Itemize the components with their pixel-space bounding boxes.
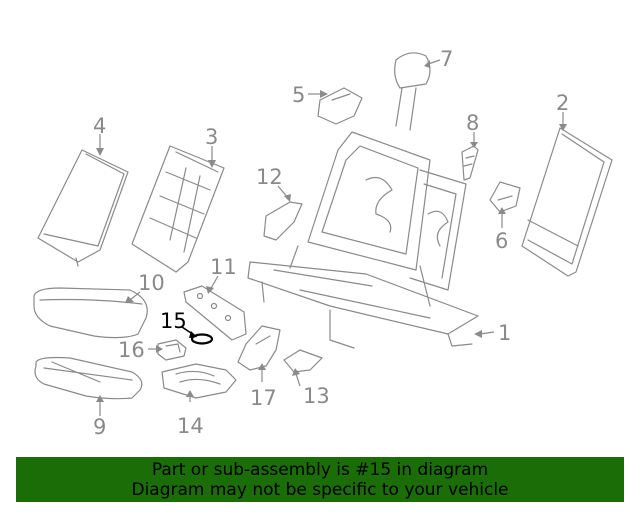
callout-1: 1: [498, 321, 511, 345]
callout-15: 15: [160, 309, 187, 333]
callout-14: 14: [177, 414, 204, 438]
part-4-seatback-cover: [37, 149, 129, 267]
callout-7: 7: [440, 47, 453, 71]
part-15-ring: [190, 333, 214, 345]
callout-9: 9: [93, 415, 106, 439]
part-13-cover: [283, 349, 323, 373]
callout-5: 5: [292, 83, 305, 107]
part-1-seat-frame: [247, 131, 479, 349]
info-banner: Part or sub-assembly is #15 in diagram D…: [16, 457, 624, 502]
part-7-headrest: [394, 52, 431, 131]
leader-lines: [96, 59, 567, 416]
part-12-hinge-cover: [263, 201, 303, 241]
part-2-back-panel: [521, 127, 613, 277]
part-6-clip: [489, 181, 521, 213]
part-16-clip: [157, 339, 187, 361]
banner-line-disclaimer: Diagram may not be specific to your vehi…: [131, 479, 509, 500]
part-11-bracket: [183, 285, 247, 341]
part-3-seatback-pad: [131, 145, 225, 273]
part-14-armrest-base: [161, 363, 237, 399]
part-17-side-trim: [237, 325, 281, 371]
callout-17: 17: [250, 386, 277, 410]
callout-3: 3: [205, 125, 218, 149]
callout-13: 13: [303, 384, 330, 408]
parts-diagram: 1 2 3 4 5 6 7 8 9 10 11 12 13 14 15 16 1…: [33, 47, 613, 439]
callout-8: 8: [466, 111, 479, 135]
callout-4: 4: [93, 114, 106, 138]
part-10-cushion-cover: [33, 287, 148, 339]
callout-16: 16: [118, 338, 145, 362]
callout-12: 12: [256, 165, 283, 189]
callout-11: 11: [210, 255, 237, 279]
callout-10: 10: [138, 271, 165, 295]
part-8-latch-knob: [461, 145, 479, 181]
callout-6: 6: [495, 229, 508, 253]
part-9-cushion-pad: [34, 356, 143, 400]
banner-line-part: Part or sub-assembly is #15 in diagram: [151, 459, 489, 480]
callout-2: 2: [556, 91, 569, 115]
part-5-headrest-guide: [317, 87, 363, 125]
